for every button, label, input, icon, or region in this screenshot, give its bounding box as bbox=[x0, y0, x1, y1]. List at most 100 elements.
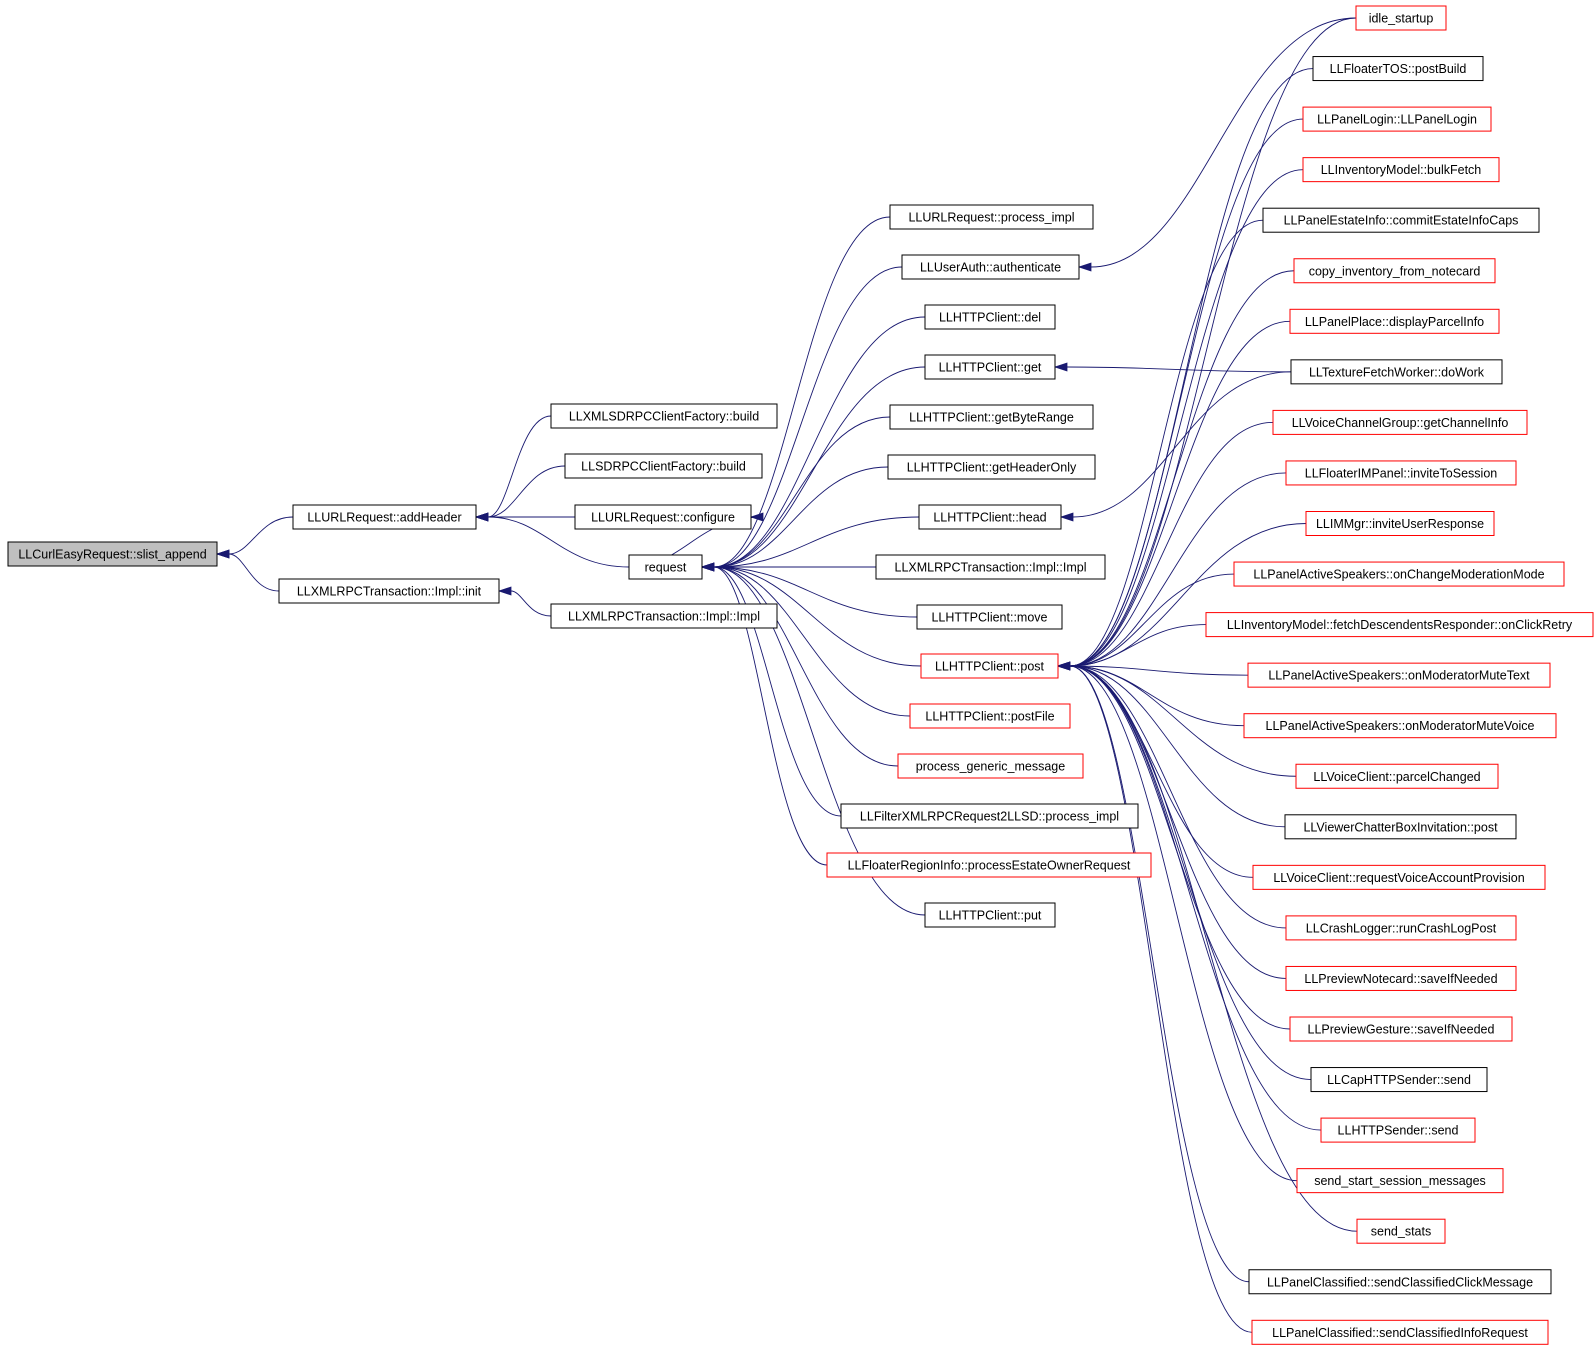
node-box[interactable] bbox=[840, 803, 1139, 829]
node-box[interactable] bbox=[1262, 207, 1540, 233]
node-box[interactable] bbox=[278, 578, 500, 604]
node-box[interactable] bbox=[1295, 763, 1499, 789]
node-box[interactable] bbox=[1205, 612, 1594, 638]
graph-node[interactable]: send_start_session_messages bbox=[1296, 1168, 1504, 1194]
node-box[interactable] bbox=[1248, 1269, 1552, 1295]
node-box[interactable] bbox=[1285, 965, 1517, 991]
graph-node[interactable]: LLSDRPCClientFactory::build bbox=[564, 453, 763, 479]
graph-node[interactable]: LLXMLSDRPCClientFactory::build bbox=[550, 403, 778, 429]
graph-node[interactable]: LLTextureFetchWorker::doWork bbox=[1290, 359, 1503, 385]
node-box[interactable] bbox=[1355, 5, 1447, 31]
graph-node[interactable]: LLFilterXMLRPCRequest2LLSD::process_impl bbox=[840, 803, 1139, 829]
node-box[interactable] bbox=[887, 454, 1096, 480]
graph-node[interactable]: request bbox=[628, 554, 703, 580]
node-box[interactable] bbox=[1312, 56, 1484, 82]
graph-node[interactable]: LLHTTPClient::post bbox=[920, 653, 1059, 679]
graph-node[interactable]: LLPanelPlace::displayParcelInfo bbox=[1289, 308, 1500, 334]
node-box[interactable] bbox=[564, 453, 763, 479]
graph-node[interactable]: LLVoiceChannelGroup::getChannelInfo bbox=[1272, 409, 1528, 435]
node-box[interactable] bbox=[1289, 1016, 1513, 1042]
graph-node[interactable]: send_stats bbox=[1356, 1218, 1446, 1244]
graph-node[interactable]: LLHTTPSender::send bbox=[1320, 1117, 1476, 1143]
node-box[interactable] bbox=[550, 403, 778, 429]
graph-node[interactable]: process_generic_message bbox=[897, 753, 1084, 779]
graph-node[interactable]: LLCapHTTPSender::send bbox=[1310, 1067, 1488, 1093]
node-box[interactable] bbox=[901, 254, 1080, 280]
graph-node[interactable]: LLHTTPClient::postFile bbox=[909, 703, 1071, 729]
graph-node[interactable]: LLPanelLogin::LLPanelLogin bbox=[1302, 106, 1492, 132]
node-box[interactable] bbox=[1233, 561, 1565, 587]
node-box[interactable] bbox=[1310, 1067, 1488, 1093]
graph-node[interactable]: LLIMMgr::inviteUserResponse bbox=[1305, 511, 1495, 536]
graph-node[interactable]: LLPanelActiveSpeakers::onModeratorMuteTe… bbox=[1247, 662, 1551, 688]
node-box[interactable] bbox=[1296, 1168, 1504, 1194]
node-box[interactable] bbox=[826, 852, 1152, 878]
graph-node[interactable]: LLFloaterTOS::postBuild bbox=[1312, 56, 1484, 82]
graph-node[interactable]: LLCrashLogger::runCrashLogPost bbox=[1285, 915, 1517, 941]
graph-node[interactable]: LLPanelClassified::sendClassifiedInfoReq… bbox=[1251, 1319, 1549, 1345]
graph-node[interactable]: LLHTTPClient::move bbox=[916, 604, 1063, 630]
graph-node[interactable]: LLPanelActiveSpeakers::onChangeModeratio… bbox=[1233, 561, 1565, 587]
node-box[interactable] bbox=[1289, 308, 1500, 334]
node-box[interactable] bbox=[7, 541, 218, 567]
node-box[interactable] bbox=[889, 204, 1094, 230]
node-box[interactable] bbox=[909, 703, 1071, 729]
node-box[interactable] bbox=[1285, 460, 1517, 486]
graph-node[interactable]: LLHTTPClient::getByteRange bbox=[889, 404, 1094, 430]
node-box[interactable] bbox=[1252, 864, 1546, 890]
graph-node[interactable]: LLViewerChatterBoxInvitation::post bbox=[1284, 814, 1517, 840]
graph-node[interactable]: LLInventoryModel::bulkFetch bbox=[1302, 157, 1500, 183]
graph-node[interactable]: LLXMLRPCTransaction::Impl::Impl bbox=[875, 554, 1106, 580]
node-box[interactable] bbox=[574, 504, 752, 530]
node-box[interactable] bbox=[924, 902, 1056, 928]
node-box[interactable] bbox=[875, 554, 1106, 580]
node-box[interactable] bbox=[628, 554, 703, 580]
node-box[interactable] bbox=[1284, 814, 1517, 840]
node-box[interactable] bbox=[1243, 713, 1557, 739]
graph-node[interactable]: LLFloaterIMPanel::inviteToSession bbox=[1285, 460, 1517, 486]
graph-node[interactable]: LLURLRequest::configure bbox=[574, 504, 752, 530]
node-box[interactable] bbox=[1272, 409, 1528, 435]
node-box[interactable] bbox=[1302, 106, 1492, 132]
graph-node[interactable]: LLXMLRPCTransaction::Impl::Impl bbox=[550, 603, 778, 629]
node-box[interactable] bbox=[1247, 662, 1551, 688]
graph-node[interactable]: LLHTTPClient::getHeaderOnly bbox=[887, 454, 1096, 480]
graph-node[interactable]: LLVoiceClient::parcelChanged bbox=[1295, 763, 1499, 789]
graph-node[interactable]: LLHTTPClient::head bbox=[918, 504, 1062, 530]
graph-node[interactable]: LLURLRequest::process_impl bbox=[889, 204, 1094, 230]
node-box[interactable] bbox=[1320, 1117, 1476, 1143]
graph-node[interactable]: LLHTTPClient::get bbox=[924, 354, 1056, 380]
node-box[interactable] bbox=[889, 404, 1094, 430]
node-box[interactable] bbox=[1356, 1218, 1446, 1244]
graph-node[interactable]: LLURLRequest::addHeader bbox=[292, 504, 477, 530]
graph-node[interactable]: LLPreviewGesture::saveIfNeeded bbox=[1289, 1016, 1513, 1042]
graph-node[interactable]: LLFloaterRegionInfo::processEstateOwnerR… bbox=[826, 852, 1152, 878]
node-box[interactable] bbox=[1290, 359, 1503, 385]
graph-node[interactable]: LLPanelEstateInfo::commitEstateInfoCaps bbox=[1262, 207, 1540, 233]
node-box[interactable] bbox=[1251, 1319, 1549, 1345]
node-box[interactable] bbox=[924, 304, 1056, 330]
graph-node[interactable]: LLPreviewNotecard::saveIfNeeded bbox=[1285, 965, 1517, 991]
graph-node[interactable]: LLInventoryModel::fetchDescendentsRespon… bbox=[1205, 612, 1594, 638]
node-box[interactable] bbox=[1305, 511, 1495, 536]
graph-node[interactable]: LLXMLRPCTransaction::Impl::init bbox=[278, 578, 500, 604]
graph-node[interactable]: LLVoiceClient::requestVoiceAccountProvis… bbox=[1252, 864, 1546, 890]
node-box[interactable] bbox=[292, 504, 477, 530]
node-box[interactable] bbox=[918, 504, 1062, 530]
graph-node[interactable]: LLHTTPClient::put bbox=[924, 902, 1056, 928]
node-box[interactable] bbox=[1293, 258, 1496, 284]
graph-node[interactable]: copy_inventory_from_notecard bbox=[1293, 258, 1496, 284]
graph-node[interactable]: LLHTTPClient::del bbox=[924, 304, 1056, 330]
graph-node[interactable]: LLCurlEasyRequest::slist_append bbox=[7, 541, 218, 567]
node-box[interactable] bbox=[1302, 157, 1500, 183]
node-box[interactable] bbox=[897, 753, 1084, 779]
node-box[interactable] bbox=[924, 354, 1056, 380]
graph-node[interactable]: LLPanelClassified::sendClassifiedClickMe… bbox=[1248, 1269, 1552, 1295]
graph-node[interactable]: LLPanelActiveSpeakers::onModeratorMuteVo… bbox=[1243, 713, 1557, 739]
node-box[interactable] bbox=[916, 604, 1063, 630]
node-box[interactable] bbox=[920, 653, 1059, 679]
node-box[interactable] bbox=[550, 603, 778, 629]
node-box[interactable] bbox=[1285, 915, 1517, 941]
graph-node[interactable]: LLUserAuth::authenticate bbox=[901, 254, 1080, 280]
graph-node[interactable]: idle_startup bbox=[1355, 5, 1447, 31]
